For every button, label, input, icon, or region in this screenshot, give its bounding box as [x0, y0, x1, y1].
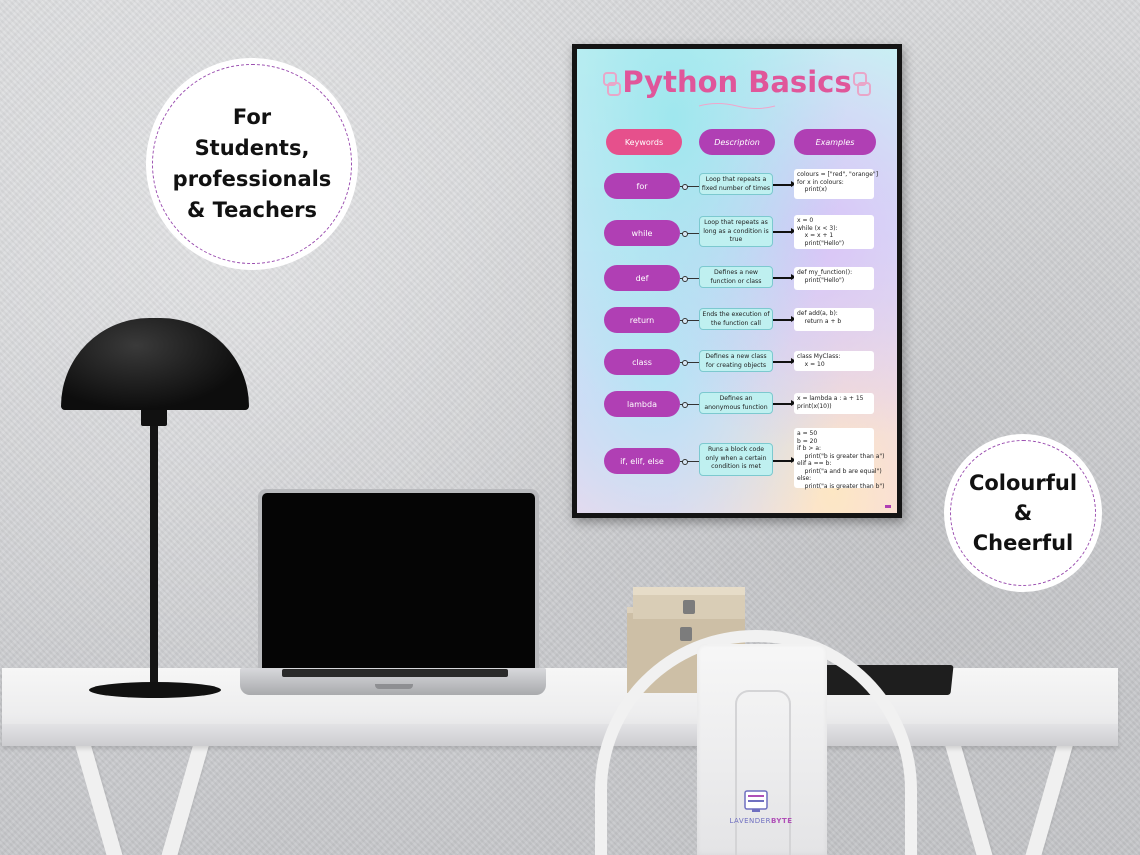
lavenderbyte-logo-icon: [744, 790, 768, 812]
arrow: [773, 228, 796, 234]
chair-slot: [735, 690, 791, 855]
poster-corner-mark: [885, 505, 891, 508]
badge-line: &: [1013, 501, 1033, 525]
keyword-pill: return: [604, 307, 680, 333]
example-box: x = 0 while (x < 3): x = x + 1 print("He…: [794, 215, 874, 249]
arrow: [773, 400, 796, 406]
arrow: [773, 181, 796, 187]
badge-line: & Teachers: [186, 198, 318, 222]
example-box: colours = ["red", "orange"] for x in col…: [794, 169, 878, 199]
description-box: Runs a block code only when a certain co…: [699, 443, 773, 476]
python-logo-icon: [603, 72, 621, 96]
arrow: [773, 316, 796, 322]
connector: [680, 459, 699, 465]
arrow: [773, 358, 796, 364]
example-box: a = 50 b = 20 if b > a: print("b is grea…: [794, 428, 885, 490]
connector: [680, 231, 699, 237]
example-box: class MyClass: x = 10: [794, 351, 874, 371]
lamp-neck: [141, 408, 167, 426]
description-box: Ends the execution of the function call: [699, 308, 773, 330]
description-box: Defines an anonymous function: [699, 392, 773, 414]
connector: [680, 318, 699, 324]
lamp-base: [89, 682, 221, 698]
audience-badge: For Students, professionals & Teachers: [146, 58, 358, 270]
poster-frame: Python Basics Keywords Description Examp…: [572, 44, 902, 518]
arrow: [773, 457, 796, 463]
example-box: def my_function(): print("Hello"): [794, 267, 874, 290]
description-box: Defines a new function or class: [699, 266, 773, 288]
keyword-pill: class: [604, 349, 680, 375]
keyword-pill: lambda: [604, 391, 680, 417]
storage-box: [633, 587, 745, 619]
header-examples: Examples: [794, 129, 876, 155]
arrow: [773, 274, 796, 280]
brand-part2: BYTE: [770, 817, 793, 825]
brand-part1: LAVENDER: [729, 817, 771, 825]
badge-line: For: [232, 105, 272, 129]
badge-border: [950, 440, 1096, 586]
connector: [680, 184, 699, 190]
brand-wordmark: LAVENDERBYTE: [716, 817, 806, 825]
badge-border: [152, 64, 352, 264]
chair-back-panel: [697, 644, 827, 855]
description-box: Defines a new class for creating objects: [699, 350, 773, 372]
keyword-pill: def: [604, 265, 680, 291]
lamp-pole: [150, 424, 158, 690]
flourish-ornament: [698, 103, 776, 109]
example-box: x = lambda a : a + 15 print(x(10)): [794, 393, 874, 414]
connector: [680, 402, 699, 408]
laptop-keyboard: [282, 669, 508, 677]
example-box: def add(a, b): return a + b: [794, 308, 874, 331]
keyword-pill: if, elif, else: [604, 448, 680, 474]
box-latch: [680, 627, 692, 641]
description-box: Loop that repeats a fixed number of time…: [699, 173, 773, 195]
header-description: Description: [699, 129, 775, 155]
badge-line: Colourful: [968, 471, 1078, 495]
laptop-display: [262, 493, 535, 672]
keyword-pill: for: [604, 173, 680, 199]
keyword-pill: while: [604, 220, 680, 246]
badge-line: Cheerful: [972, 531, 1074, 555]
description-box: Loop that repeats as long as a condition…: [699, 216, 773, 247]
style-badge: Colourful & Cheerful: [944, 434, 1102, 592]
connector: [680, 360, 699, 366]
desk-edge: [2, 724, 1118, 746]
laptop-notch: [375, 684, 413, 689]
connector: [680, 276, 699, 282]
badge-line: professionals: [172, 167, 332, 191]
poster-title: Python Basics: [622, 65, 852, 99]
python-basics-poster: Python Basics Keywords Description Examp…: [577, 49, 897, 513]
box-latch: [683, 600, 695, 614]
badge-line: Students,: [194, 136, 310, 160]
laptop-screen: [258, 489, 539, 672]
header-keywords: Keywords: [606, 129, 682, 155]
python-logo-icon: [853, 72, 871, 96]
